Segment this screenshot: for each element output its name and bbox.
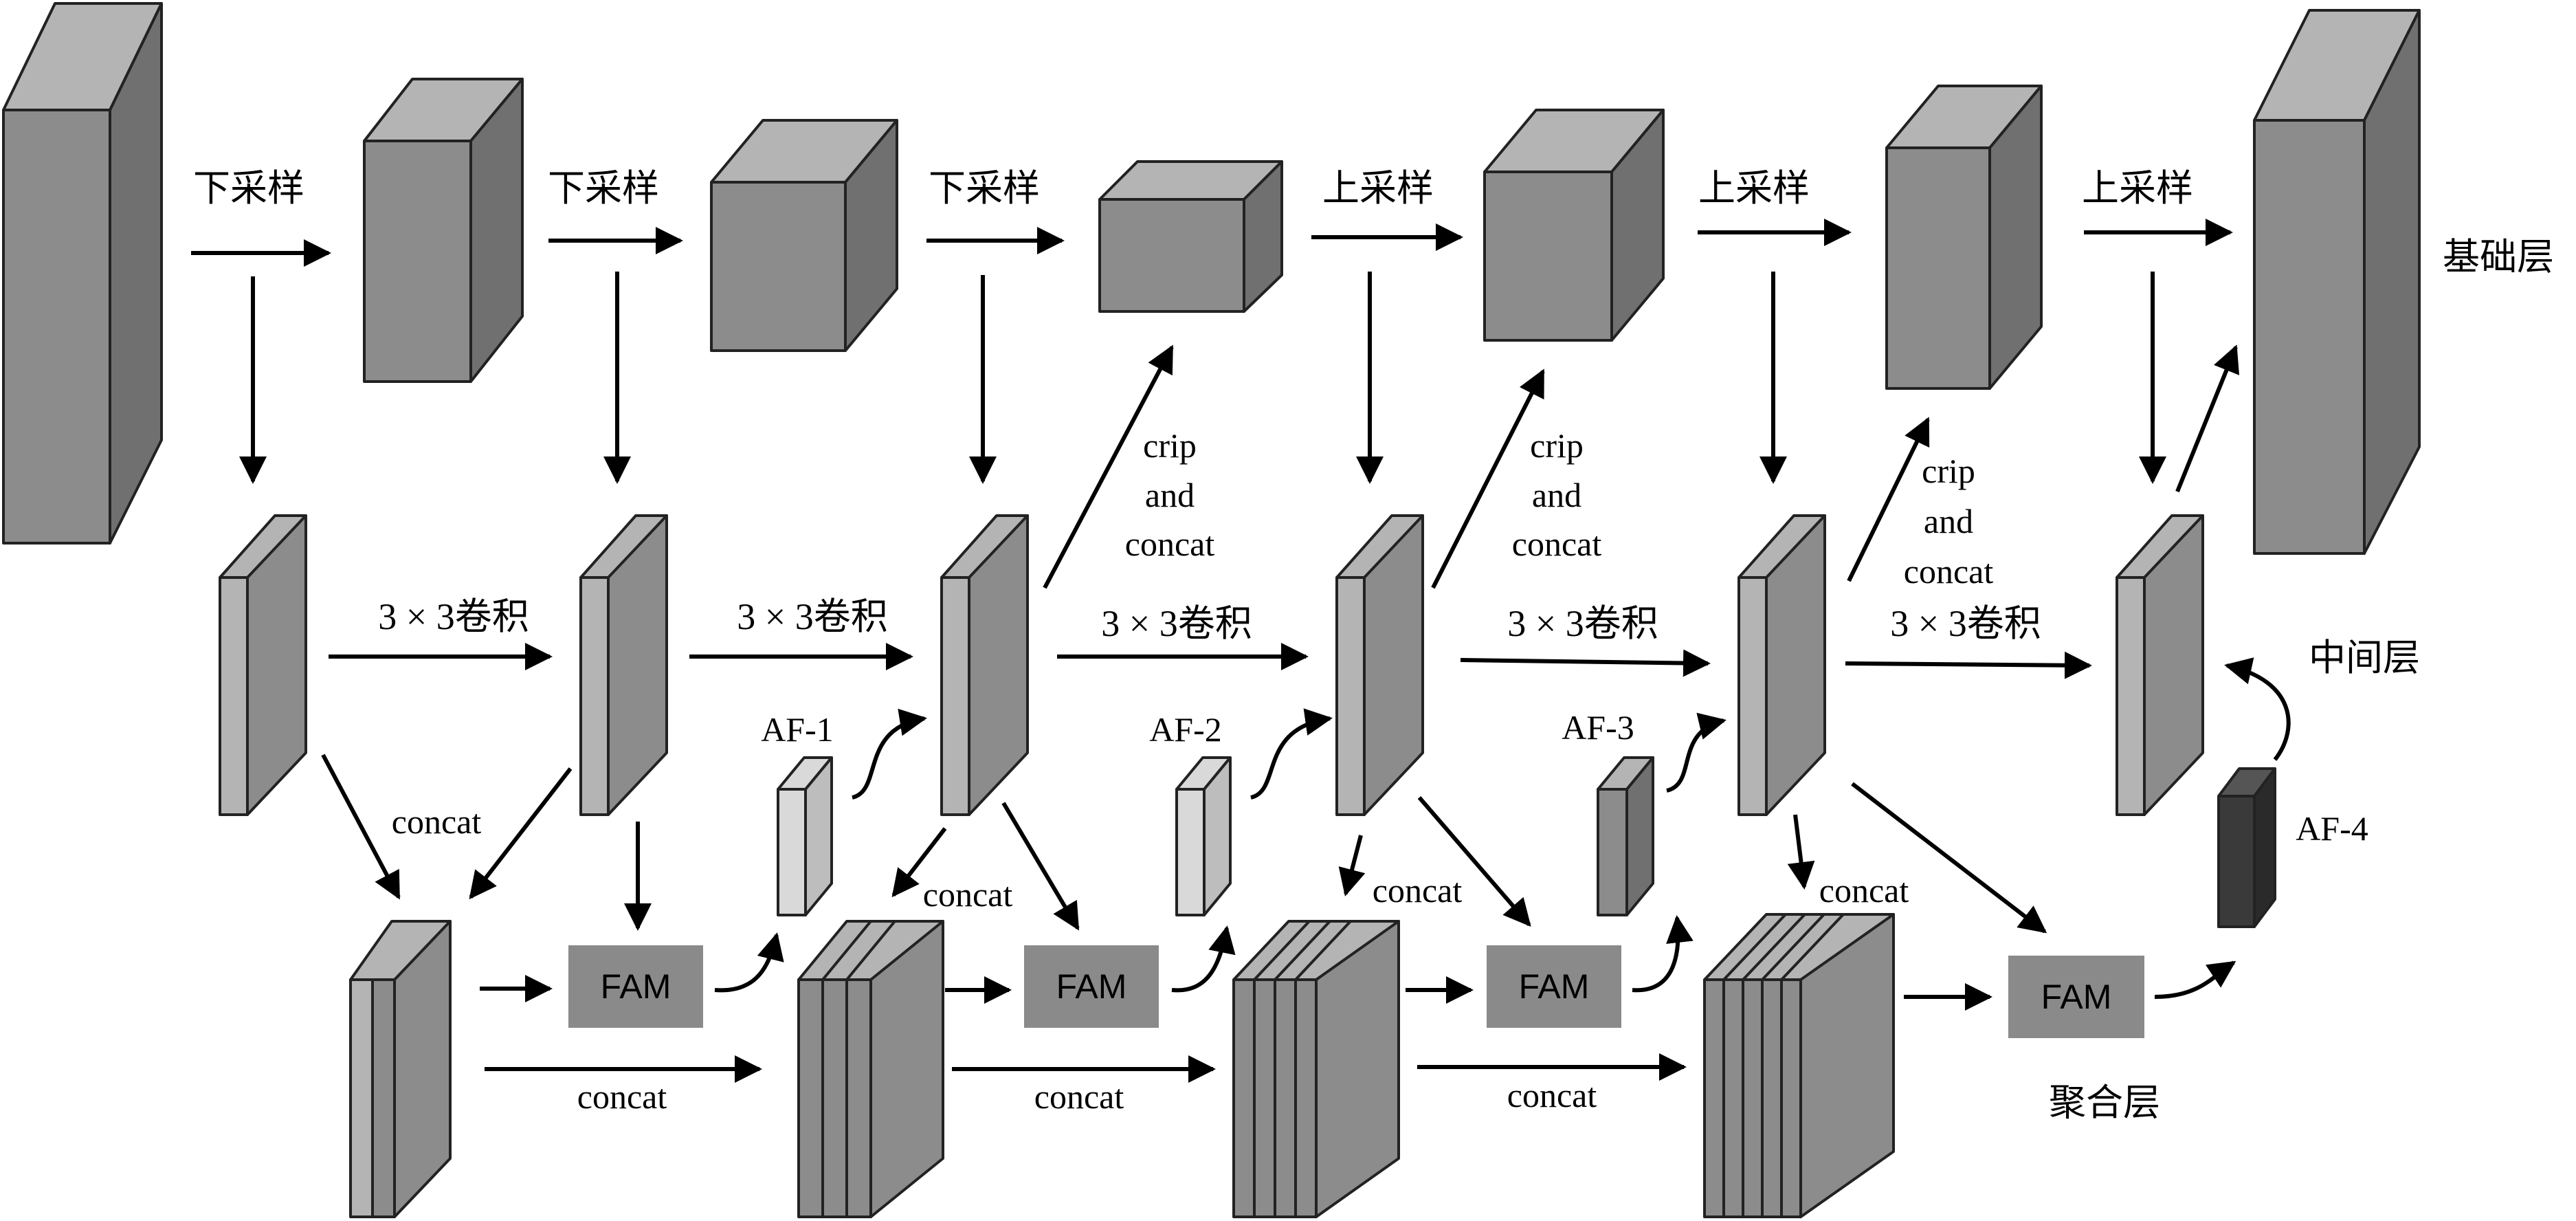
- middle-block-4: [1335, 514, 1424, 816]
- agg-stack-2: [797, 920, 944, 1218]
- label-upsample-2: 上采样: [1698, 168, 1810, 209]
- label-concat-up-2: concat: [1512, 525, 1602, 563]
- label-crip-3: crip: [1922, 452, 1975, 490]
- label-and-2: and: [1532, 476, 1581, 514]
- label-and-1: and: [1145, 476, 1195, 514]
- label-concat-7: concat: [1507, 1076, 1597, 1114]
- fam-box-3: FAM: [1487, 945, 1621, 1028]
- label-crip-2: crip: [1530, 426, 1584, 465]
- middle-block-3: [940, 514, 1029, 816]
- label-concat-up-3: concat: [1904, 552, 1994, 591]
- label-af-3: AF-3: [1562, 708, 1634, 747]
- label-conv-5: 3 × 3卷积: [1890, 603, 2041, 644]
- base-block-5: [1483, 109, 1665, 342]
- af-block-2: [1175, 756, 1232, 916]
- label-af-4: AF-4: [2296, 809, 2368, 848]
- label-concat-6: concat: [1034, 1077, 1124, 1116]
- label-crip-1: crip: [1143, 426, 1197, 465]
- agg-stack-4: [1703, 913, 1895, 1218]
- label-upsample-1: 上采样: [1322, 168, 1434, 209]
- layer-label-aggregation: 聚合层: [2049, 1082, 2160, 1123]
- label-downsample-3: 下采样: [929, 168, 1040, 209]
- af-block-1: [777, 756, 833, 916]
- base-block-1: [2, 2, 163, 544]
- fam-label: FAM: [1056, 967, 1127, 1006]
- middle-block-2: [579, 514, 668, 816]
- label-concat-3: concat: [1373, 871, 1463, 910]
- base-block-6: [1885, 85, 2043, 390]
- layer-label-middle: 中间层: [2309, 637, 2420, 679]
- label-af-1: AF-1: [761, 710, 834, 749]
- base-block-2: [363, 78, 524, 383]
- label-conv-4: 3 × 3卷积: [1507, 603, 1658, 644]
- labels: 下采样 下采样 下采样 上采样 上采样 上采样 基础层 中间层 聚合层 3 × …: [193, 168, 2554, 1123]
- label-upsample-3: 上采样: [2082, 168, 2193, 209]
- layer-label-base: 基础层: [2443, 236, 2554, 278]
- label-concat-4: concat: [1819, 871, 1909, 910]
- af-block-4: [2217, 767, 2276, 928]
- label-concat-2: concat: [923, 875, 1013, 914]
- label-conv-3: 3 × 3卷积: [1101, 603, 1252, 644]
- agg-stack-3: [1232, 920, 1400, 1218]
- label-concat-5: concat: [577, 1077, 667, 1116]
- middle-block-5: [1737, 514, 1826, 816]
- fam-box-2: FAM: [1024, 945, 1159, 1028]
- middle-block-1: [219, 514, 307, 816]
- base-block-7: [2253, 9, 2421, 555]
- label-downsample-2: 下采样: [548, 168, 659, 209]
- label-concat-up-1: concat: [1125, 525, 1215, 563]
- af-block-3: [1597, 756, 1654, 916]
- label-and-3: and: [1924, 502, 1973, 540]
- fam-label: FAM: [601, 967, 671, 1006]
- label-concat-1: concat: [392, 802, 482, 841]
- label-downsample-1: 下采样: [193, 168, 304, 209]
- fam-label: FAM: [2041, 978, 2112, 1016]
- base-block-4: [1098, 160, 1283, 313]
- base-block-3: [710, 119, 898, 352]
- agg-stack-1: [349, 920, 452, 1218]
- label-af-2: AF-2: [1149, 710, 1222, 749]
- label-conv-2: 3 × 3卷积: [737, 596, 887, 637]
- arrows: [191, 219, 2291, 1083]
- fam-label: FAM: [1519, 967, 1590, 1006]
- fam-box-1: FAM: [568, 945, 703, 1028]
- middle-block-6: [2116, 514, 2204, 816]
- fam-box-4: FAM: [2008, 956, 2144, 1038]
- label-conv-1: 3 × 3卷积: [378, 596, 529, 637]
